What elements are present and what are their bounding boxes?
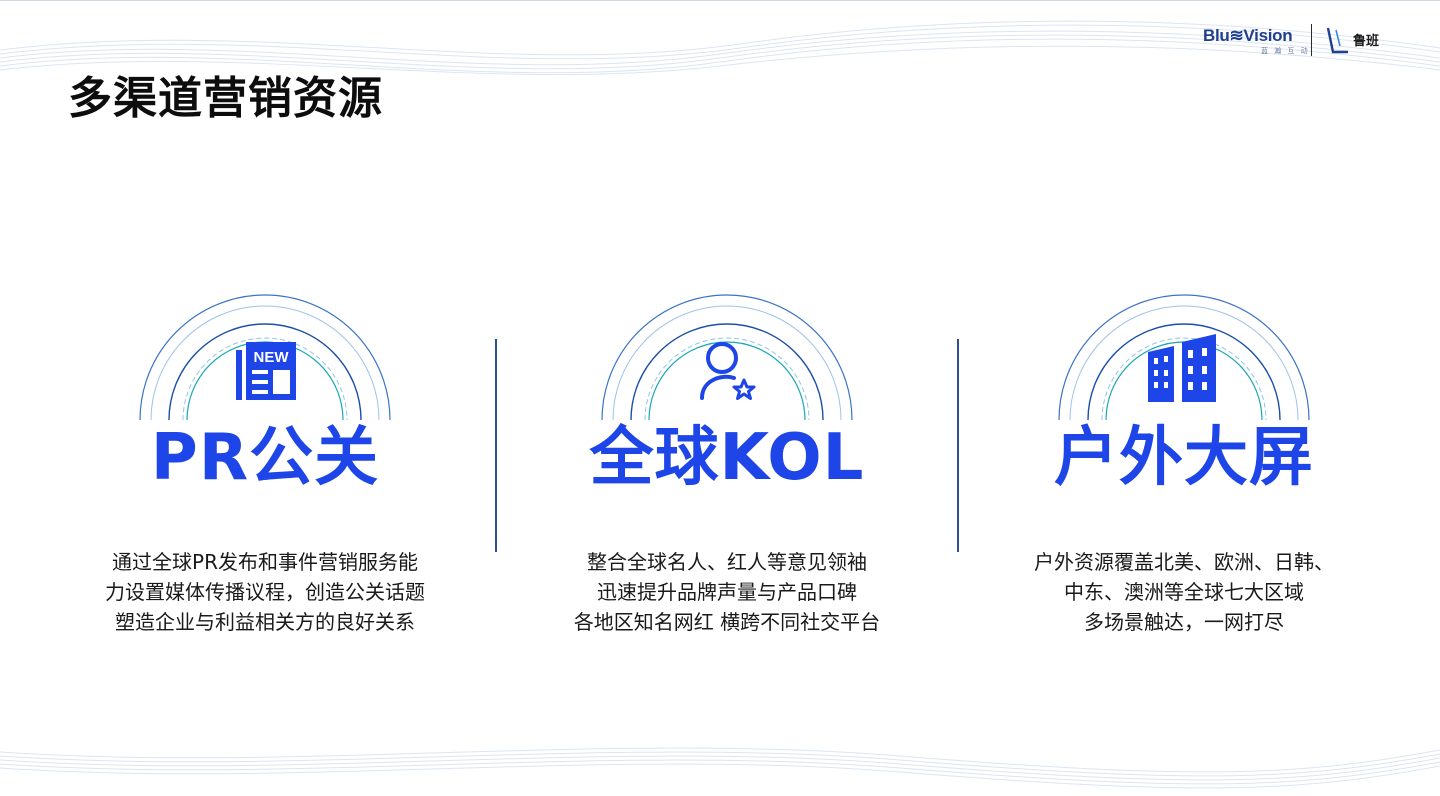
buildings-icon (1148, 334, 1216, 402)
card-description-line: 力设置媒体传播议程，创造公关话题 (105, 580, 425, 604)
luban-logo-text: 鲁班 (1353, 34, 1380, 49)
card-description-line: 各地区知名网红 横跨不同社交平台 (573, 610, 881, 634)
card-title: 户外大屏 (1054, 421, 1314, 495)
bluevision-logo-subtext: 蓝 瀚 互 动 (1261, 47, 1310, 55)
page-title: 多渠道营销资源 (68, 73, 383, 124)
rings-decoration (1058, 294, 1310, 420)
newspaper-icon: NEW (236, 342, 296, 400)
card-description-line: 户外资源覆盖北美、欧洲、日韩、 (1034, 550, 1334, 574)
card-description-line: 整合全球名人、红人等意见领袖 (587, 550, 867, 574)
rings-decoration (601, 294, 853, 420)
column-divider (495, 339, 497, 552)
svg-text:NEW: NEW (254, 349, 290, 366)
card-description-line: 多场景触达，一网打尽 (1084, 610, 1284, 634)
luban-logo-mark-icon (1326, 27, 1348, 54)
logo-divider (1311, 24, 1312, 56)
top-rule (0, 0, 1440, 1)
card-description: 整合全球名人、红人等意见领袖 迅速提升品牌声量与产品口碑 各地区知名网红 横跨不… (527, 547, 927, 637)
card-title: PR公关 (150, 421, 380, 495)
bluevision-logo-text: Blu≋Vision (1203, 26, 1293, 45)
card-outdoor: 户外大屏 户外资源覆盖北美、欧洲、日韩、 中东、澳洲等全球七大区域 多场景触达，… (984, 240, 1384, 660)
card-description-line: 中东、澳洲等全球七大区域 (1064, 580, 1304, 604)
user-star-icon (700, 342, 756, 400)
column-divider (957, 339, 959, 552)
card-description-line: 通过全球PR发布和事件营销服务能 (112, 550, 418, 574)
bottom-wave-decoration (0, 747, 1440, 789)
card-description-line: 迅速提升品牌声量与产品口碑 (597, 580, 857, 604)
card-pr: NEW PR公关 通过全球PR发布和事件营销服务能 力设置媒体传播议程，创造公关… (65, 240, 465, 660)
card-title: 全球KOL (589, 421, 865, 495)
top-wave-decoration (0, 20, 1440, 76)
brand-logo: Blu≋Vision 蓝 瀚 互 动 鲁班 (1203, 24, 1395, 58)
card-description: 户外资源覆盖北美、欧洲、日韩、 中东、澳洲等全球七大区域 多场景触达，一网打尽 (984, 547, 1384, 637)
card-kol: 全球KOL 整合全球名人、红人等意见领袖 迅速提升品牌声量与产品口碑 各地区知名… (527, 240, 927, 660)
card-description-line: 塑造企业与利益相关方的良好关系 (115, 610, 415, 634)
card-description: 通过全球PR发布和事件营销服务能 力设置媒体传播议程，创造公关话题 塑造企业与利… (65, 547, 465, 637)
